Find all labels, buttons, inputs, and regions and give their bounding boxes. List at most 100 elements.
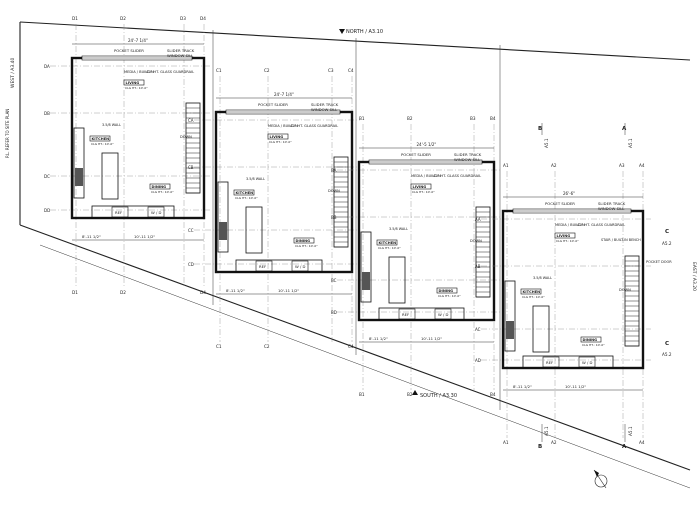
grid-bubble-top-a3: A3 bbox=[619, 163, 625, 168]
kitchen-tag-name: KITCHEN bbox=[236, 191, 254, 195]
living-room-tag-ceiling: CLG HT.: 10'-0" bbox=[269, 140, 292, 144]
stair-down-label: DOWN bbox=[328, 189, 340, 193]
grid-bubble-bottom-b2: B2 bbox=[407, 392, 413, 397]
bottom-dimension-left: 8'-11 1/2" bbox=[369, 336, 388, 341]
wd-label: W / D bbox=[151, 210, 161, 215]
kitchen-tag-ceiling: CLG HT.: 10'-0" bbox=[522, 295, 545, 299]
utility-counter bbox=[522, 355, 614, 369]
north-ref-label: NORTH / A3.10 bbox=[346, 29, 383, 35]
grid-bubble-top-a4: A4 bbox=[639, 163, 645, 168]
grid-bubble-top-d4: D4 bbox=[200, 16, 206, 21]
grid-row-label-ac: AC bbox=[475, 327, 481, 332]
living-room-tag-box bbox=[554, 232, 576, 239]
living-room-tag-box bbox=[267, 133, 289, 140]
section-mark-b-sheet: A5.1 bbox=[544, 138, 549, 148]
grid-row-label-bc: BC bbox=[331, 278, 337, 283]
site-note: P.L. REFER TO SITE PLAN bbox=[5, 109, 10, 158]
cooktop bbox=[506, 321, 514, 339]
grid-bubble-top-b4: B4 bbox=[490, 116, 496, 121]
width-dimension-text: 24'-5 1/2" bbox=[417, 142, 437, 147]
section-mark-a-label: A bbox=[622, 126, 627, 132]
kitchen-counter bbox=[504, 280, 516, 352]
kitchen-tag-box bbox=[233, 189, 255, 196]
section-mark-c-east-top: C A5.2 bbox=[662, 229, 672, 246]
section-mark-c-east-bottom: C A5.2 bbox=[662, 341, 672, 357]
south-ref-label: SOUTH / A3.30 bbox=[420, 393, 457, 399]
stair-down-label: DOWN bbox=[470, 239, 482, 243]
north-reference-tag: NORTH / A3.10 bbox=[339, 29, 383, 35]
guardrail-label: 42" HT. GLASS GUARDRAIL bbox=[433, 174, 481, 178]
washer-dryer bbox=[147, 206, 165, 218]
grid-bubble-bottom-d2: D2 bbox=[120, 290, 126, 295]
south-reference-tag: SOUTH / A3.30 bbox=[412, 390, 457, 399]
dining-tag-name: DINING bbox=[439, 289, 454, 293]
wall-note: 3.5/8 WALL bbox=[102, 123, 121, 127]
kitchen-island bbox=[532, 305, 550, 353]
wd-label: W / D bbox=[295, 264, 305, 269]
bottom-dimension-right: 10'-11 1/2" bbox=[134, 234, 155, 239]
kitchen-tag-box bbox=[376, 239, 398, 246]
grid-bubble-bottom-b4: B4 bbox=[490, 392, 496, 397]
stair-run bbox=[333, 156, 349, 248]
living-room-tag-name: LIVING bbox=[270, 135, 284, 139]
grid-bubble-top-d2: D2 bbox=[120, 16, 126, 21]
dining-tag-name: DINING bbox=[296, 239, 311, 243]
guardrail-label: 42" HT. GLASS GUARDRAIL bbox=[577, 223, 625, 227]
grid-bubble-top-d3: D3 bbox=[180, 16, 186, 21]
living-room-tag-box bbox=[123, 79, 145, 86]
stair-down-label: DOWN bbox=[619, 288, 631, 292]
grid-bubble-top-c3: C3 bbox=[328, 68, 334, 73]
pocket-door-label: POCKET DOOR bbox=[646, 260, 672, 264]
section-mark-c2-sheet: A5.2 bbox=[662, 352, 672, 357]
grid-bubble-bottom-c2: C2 bbox=[264, 344, 270, 349]
grid-row-label-db: DB bbox=[44, 111, 50, 116]
width-dimension-text: 24'-7 1/4" bbox=[274, 92, 294, 97]
grid-bubble-top-b3: B3 bbox=[470, 116, 476, 121]
utility-counter bbox=[91, 205, 175, 219]
stair-bench-note: STAIR / BUILT-IN BENCH bbox=[601, 238, 641, 242]
wall-note: 3.5/8 WALL bbox=[533, 276, 552, 280]
dining-tag-box bbox=[580, 336, 602, 343]
media-built-in-label: MEDIA / BUILT-IN bbox=[555, 223, 585, 227]
section-mark-a-south: A A5.1 bbox=[622, 424, 633, 450]
dining-tag-ceiling: CLG HT.: 10'-0" bbox=[582, 343, 605, 347]
stair-down-label: DOWN bbox=[180, 135, 192, 139]
kitchen-tag-name: KITCHEN bbox=[379, 241, 397, 245]
grid-bubble-bottom-c1: C1 bbox=[216, 344, 222, 349]
grid-row-label-bd: BD bbox=[331, 310, 337, 315]
dining-tag-name: DINING bbox=[583, 338, 598, 342]
west-ref-label: WEST / A3.40 bbox=[10, 57, 16, 88]
living-room-tag-ceiling: CLG HT.: 10'-0" bbox=[556, 239, 579, 243]
stair-run bbox=[185, 102, 201, 194]
kitchen-island bbox=[245, 206, 263, 254]
section-mark-a-south-sheet: A5.1 bbox=[628, 426, 633, 436]
grid-row-label-ab: AB bbox=[475, 264, 481, 269]
grid-bubble-top-d1: D1 bbox=[72, 16, 78, 21]
kitchen-island bbox=[388, 256, 406, 304]
refrigerator bbox=[398, 308, 416, 320]
slider-track-label: SLIDER TRACK bbox=[311, 102, 339, 107]
stair-run bbox=[475, 206, 491, 298]
window-sill-label: WINDOW SILL bbox=[167, 53, 194, 58]
grid-bubble-top-a2: A2 bbox=[551, 163, 557, 168]
grid-bubble-top-b1: B1 bbox=[359, 116, 365, 121]
bottom-dimension-left: 8'-11 1/2" bbox=[226, 288, 245, 293]
washer-dryer bbox=[578, 356, 596, 368]
grid-bubble-top-c4: C4 bbox=[348, 68, 354, 73]
cooktop bbox=[362, 272, 370, 290]
